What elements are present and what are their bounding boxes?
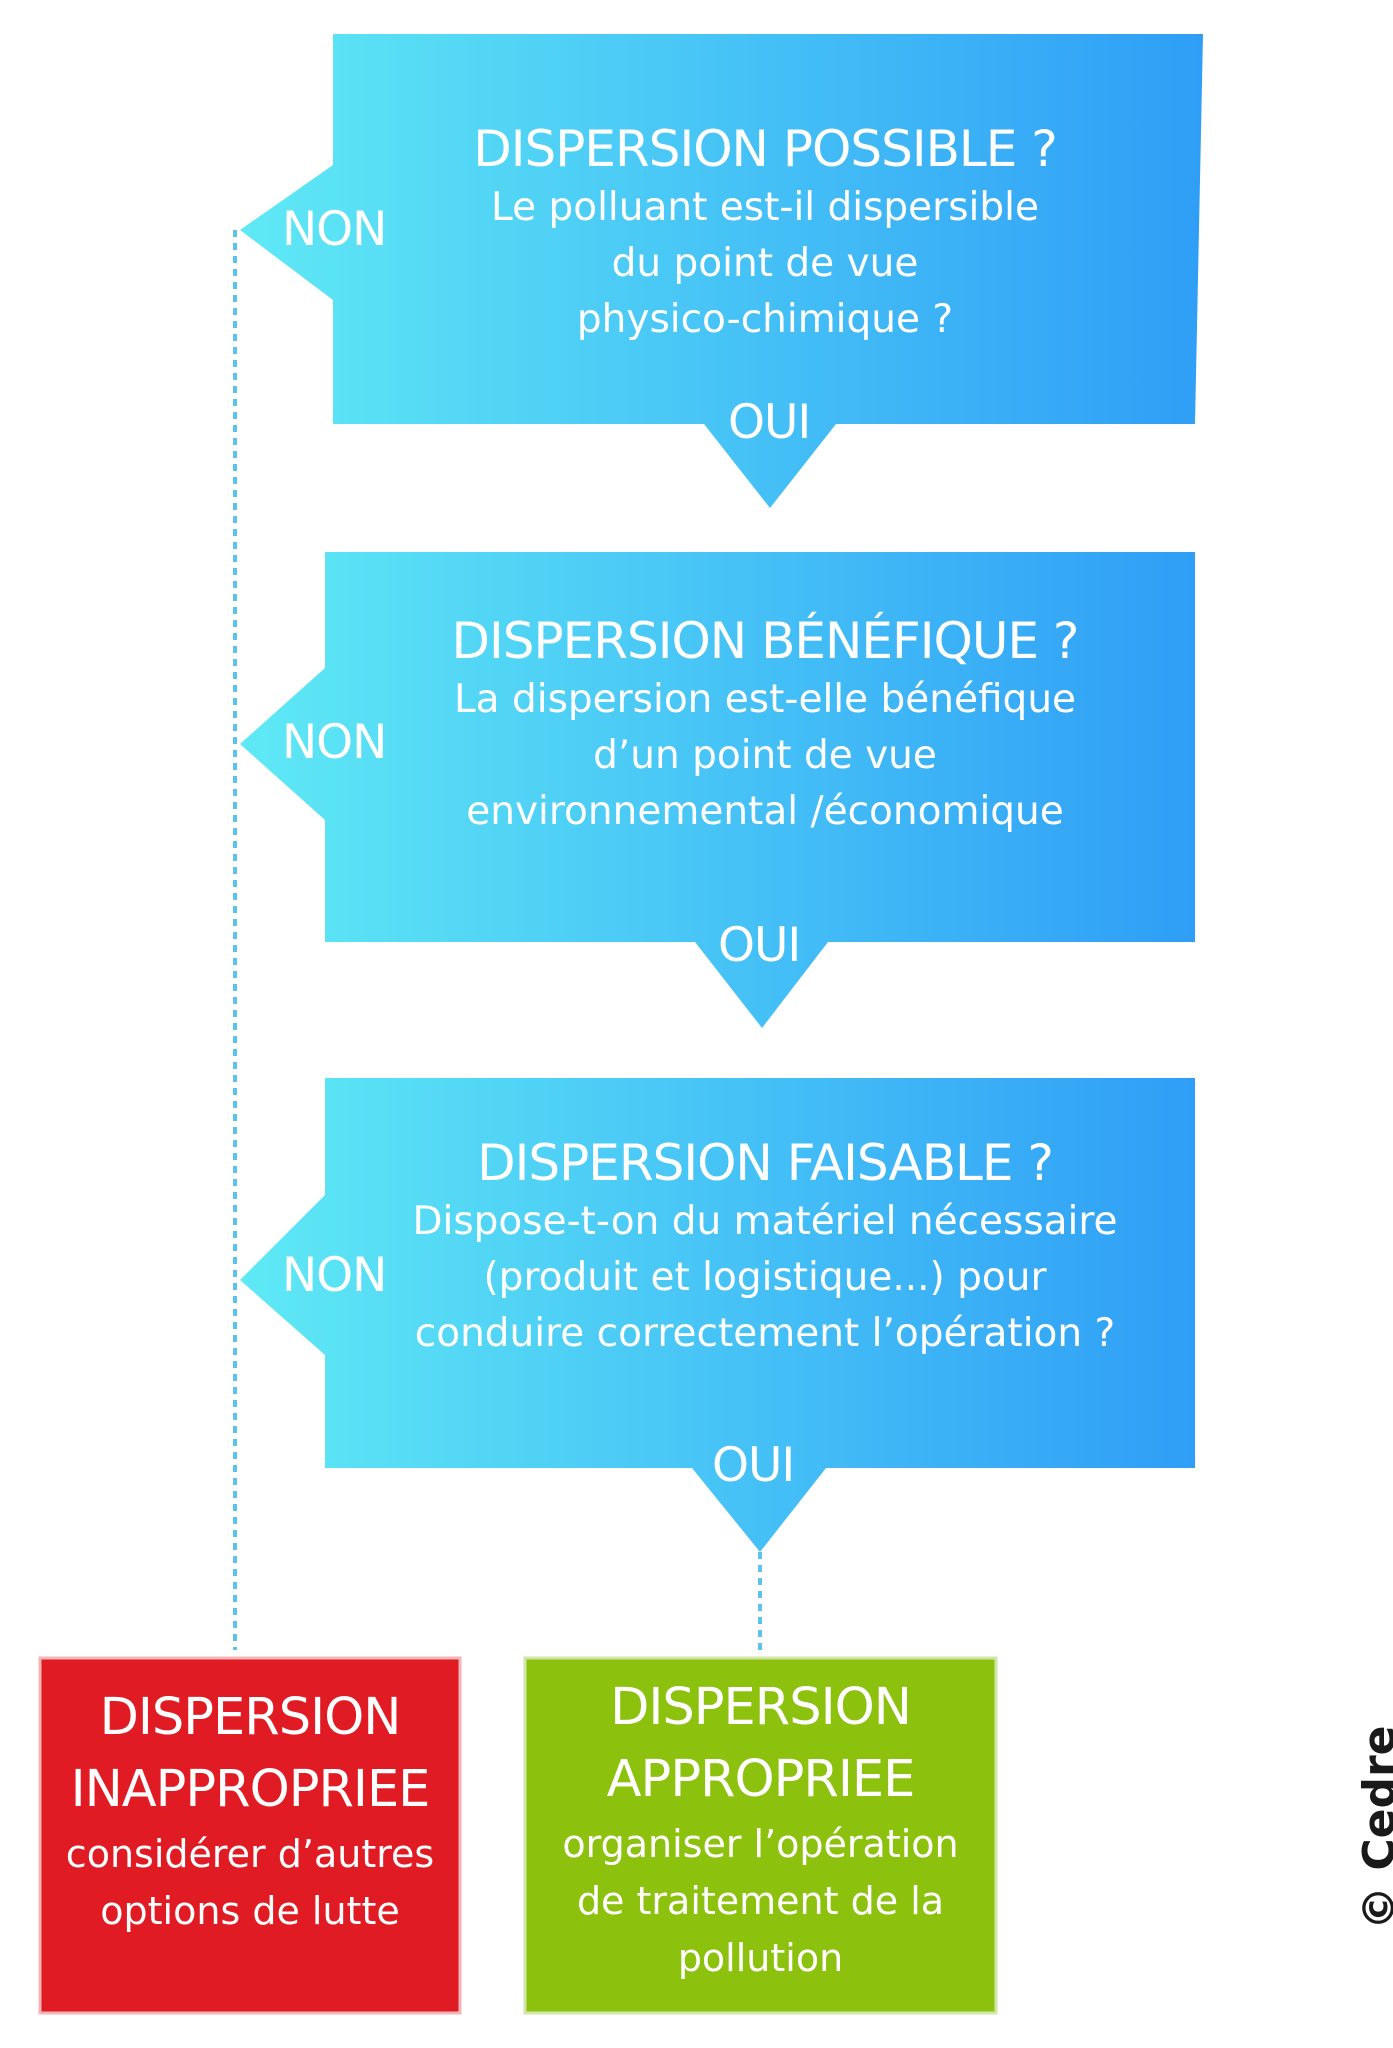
result-line: de traitement de la: [576, 1879, 945, 1923]
result-line: considérer d’autres: [65, 1832, 435, 1876]
question-line: Dispose-t-on du matériel nécessaire: [412, 1199, 1118, 1244]
non-label: NON: [282, 715, 387, 770]
result-title: INAPPROPRIEE: [70, 1760, 431, 1819]
non-label: NON: [282, 1248, 387, 1303]
oui-label: OUI: [712, 1438, 795, 1493]
question-line: physico-chimique ?: [576, 297, 954, 342]
question-box-benefique: [240, 552, 1195, 1028]
question-title: DISPERSION BÉNÉFIQUE ?: [451, 612, 1080, 670]
question-benefique: DISPERSION BÉNÉFIQUE ? La dispersion est…: [385, 610, 1145, 840]
question-possible: DISPERSION POSSIBLE ? Le polluant est-il…: [400, 118, 1130, 348]
question-line: La dispersion est-elle bénéfique: [453, 677, 1077, 722]
question-title: DISPERSION FAISABLE ?: [477, 1134, 1054, 1192]
result-line: organiser l’opération: [562, 1822, 959, 1866]
question-line: d’un point de vue: [593, 733, 937, 778]
result-title: DISPERSION: [99, 1688, 402, 1747]
result-box-inappropriate: [38, 1656, 462, 2015]
question-line: (produit et logistique...) pour: [483, 1255, 1047, 1300]
question-box-faisable: [240, 1078, 1195, 1552]
oui-label: OUI: [718, 918, 801, 973]
oui-label: OUI: [728, 395, 811, 450]
result-line: pollution: [677, 1936, 844, 1980]
question-faisable: DISPERSION FAISABLE ? Dispose-t-on du ma…: [385, 1132, 1145, 1362]
question-box-possible: [240, 34, 1203, 508]
question-line: environnemental /économique: [466, 789, 1064, 834]
question-title: DISPERSION POSSIBLE ?: [473, 120, 1058, 178]
copyright-label: © Cedre: [1354, 1725, 1393, 1931]
result-box-appropriate: [523, 1656, 998, 2015]
result-line: options de lutte: [100, 1889, 400, 1933]
question-line: du point de vue: [611, 241, 919, 286]
result-title: DISPERSION: [610, 1678, 912, 1737]
question-line: Le polluant est-il dispersible: [491, 185, 1039, 230]
result-inappropriate: DISPERSION INAPPROPRIEE considérer d’aut…: [40, 1682, 460, 1940]
question-line: conduire correctement l’opération ?: [414, 1311, 1116, 1356]
result-title: APPROPRIEE: [606, 1750, 916, 1809]
result-appropriate: DISPERSION APPROPRIEE organiser l’opérat…: [525, 1672, 996, 1987]
non-label: NON: [282, 202, 387, 257]
